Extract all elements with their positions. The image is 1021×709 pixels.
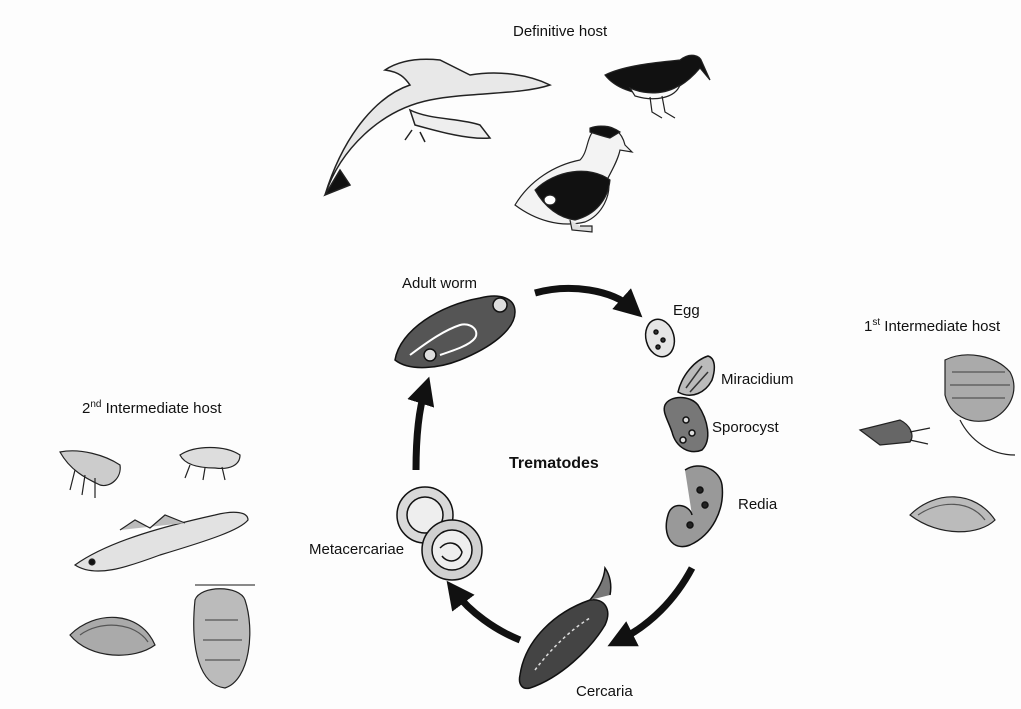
oystercatcher-illustration — [605, 55, 710, 118]
fish-illustration — [75, 512, 248, 571]
cercaria-label: Cercaria — [576, 684, 633, 699]
arrow-cercaria-to-metacercariae — [455, 592, 520, 640]
miracidium-illustration — [678, 356, 714, 395]
amphipod-illustration — [60, 451, 120, 498]
second-host-ordinal-suffix: nd — [90, 399, 101, 410]
sporocyst-illustration — [664, 398, 708, 452]
first-host-text: Intermediate host — [880, 318, 1000, 335]
periwinkle-snail-illustration — [945, 355, 1015, 455]
redia-illustration — [666, 466, 722, 547]
first-host-ordinal-suffix: st — [872, 317, 880, 328]
arrow-metacercariae-to-adult — [416, 390, 425, 470]
metacercariae-label: Metacercariae — [309, 542, 404, 557]
amphipod-illustration-small — [180, 448, 240, 481]
metacercariae-illustration — [397, 487, 482, 580]
snail-illustration-second-host — [194, 585, 255, 688]
second-host-text: Intermediate host — [101, 400, 221, 417]
redia-label: Redia — [738, 497, 777, 512]
diagram-title: Trematodes — [509, 456, 599, 472]
egg-illustration — [642, 316, 679, 360]
mussel-illustration-second-host — [70, 617, 155, 655]
arrow-adult-to-egg — [535, 288, 632, 308]
definitive-host-label: Definitive host — [513, 24, 607, 39]
first-intermediate-host-label: 1st Intermediate host — [864, 318, 1000, 334]
seagull-illustration — [325, 59, 550, 195]
miracidium-label: Miracidium — [721, 372, 794, 387]
arrow-redia-to-cercaria — [620, 568, 692, 640]
adult-worm-label: Adult worm — [402, 276, 477, 291]
egg-label: Egg — [673, 303, 700, 318]
second-intermediate-host-label: 2nd Intermediate host — [82, 400, 222, 416]
adult-worm-illustration — [395, 296, 515, 367]
mussel-illustration-first-host — [910, 497, 995, 532]
cercaria-illustration — [519, 568, 610, 688]
sporocyst-label: Sporocyst — [712, 420, 779, 435]
eider-duck-illustration — [515, 126, 632, 232]
mudsnail-illustration — [860, 420, 930, 445]
